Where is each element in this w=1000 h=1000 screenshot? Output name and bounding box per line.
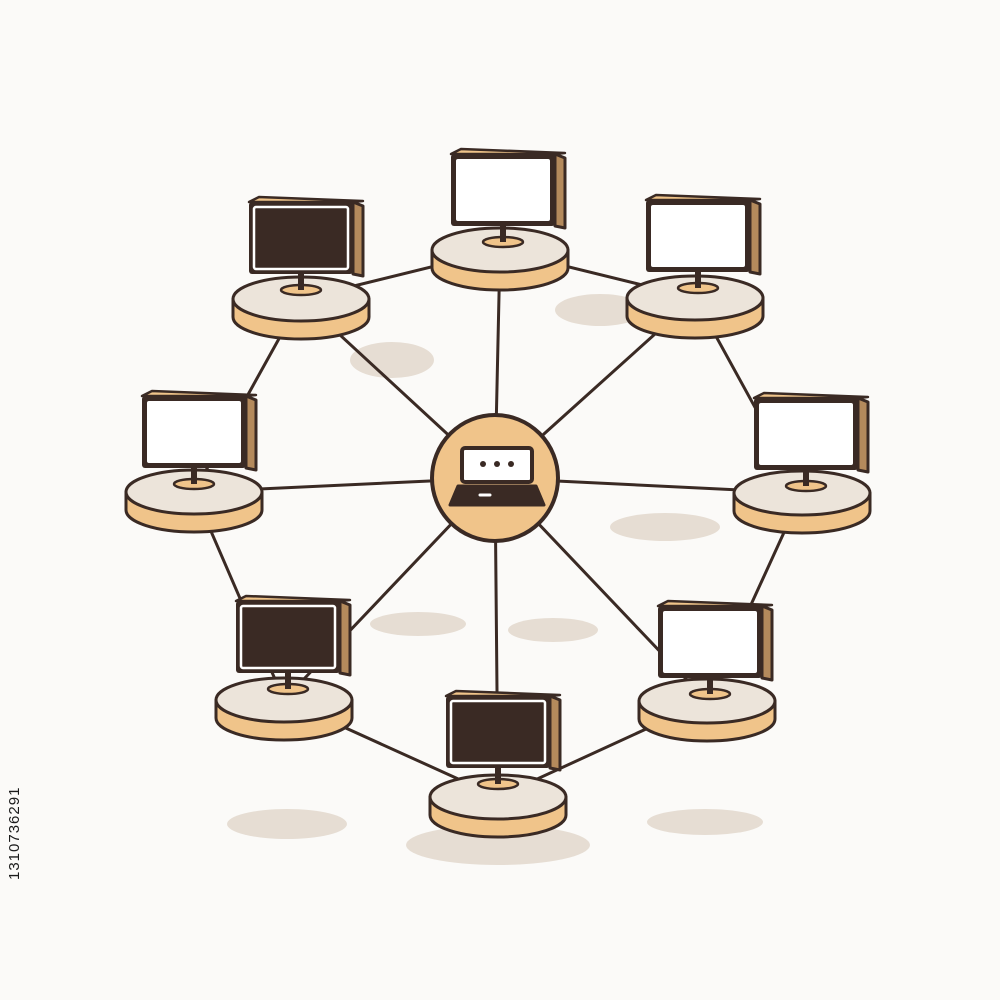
pedestal-top [214,676,354,724]
hub-node [430,413,560,543]
monitor-side [338,599,352,677]
router-base [448,484,546,507]
monitor-screen [759,403,853,465]
ground-shadow [508,618,598,642]
ground-shadow [370,612,466,636]
monitor-neck [495,768,501,784]
ground-shadow [406,825,590,865]
monitor-top [656,599,774,608]
ground-shadow [227,809,347,839]
computer-node [625,193,765,340]
ground-shadow [647,809,763,835]
monitor-neck [803,470,809,486]
monitor-side [760,604,774,682]
monitor-side [351,200,365,278]
computer-node [428,689,568,839]
monitor-top [644,193,762,202]
monitor-top [247,195,365,204]
monitor-screen [252,205,350,271]
monitor-neck [298,274,304,290]
monitor-side [553,152,567,230]
router-icon [448,446,546,507]
monitor-neck [695,272,701,288]
stock-id-text: 1310736291 [6,786,23,880]
computer-node [124,389,264,534]
network-nodes [124,147,872,839]
monitor-side [548,694,562,772]
ground-shadow [555,294,645,326]
monitor-neck [500,226,506,242]
monitor-screen [651,205,745,267]
monitor-top [234,594,352,603]
monitor-side [856,396,870,474]
monitor-screen [663,611,757,673]
router-led [508,461,514,467]
monitor-neck [707,678,713,694]
computer-node [732,391,872,535]
monitor-screen [456,159,550,221]
computer-node [637,599,777,743]
monitor-screen [147,401,241,463]
monitor-screen [449,699,547,765]
pedestal-top [732,469,872,517]
router-led [494,461,500,467]
monitor-top [752,391,870,400]
monitor-neck [285,673,291,689]
ground-shadow [610,513,720,541]
computer-node [214,594,354,742]
monitor-top [449,147,567,156]
computer-node [430,147,570,292]
ground-shadows [227,294,763,865]
monitor-side [748,198,762,276]
router-led [480,461,486,467]
monitor-neck [191,468,197,484]
monitor-side [244,394,258,472]
monitor-screen [239,604,337,670]
monitor-top [140,389,258,398]
ground-shadow [350,342,434,378]
monitor-top [444,689,562,698]
computer-node [231,195,371,341]
